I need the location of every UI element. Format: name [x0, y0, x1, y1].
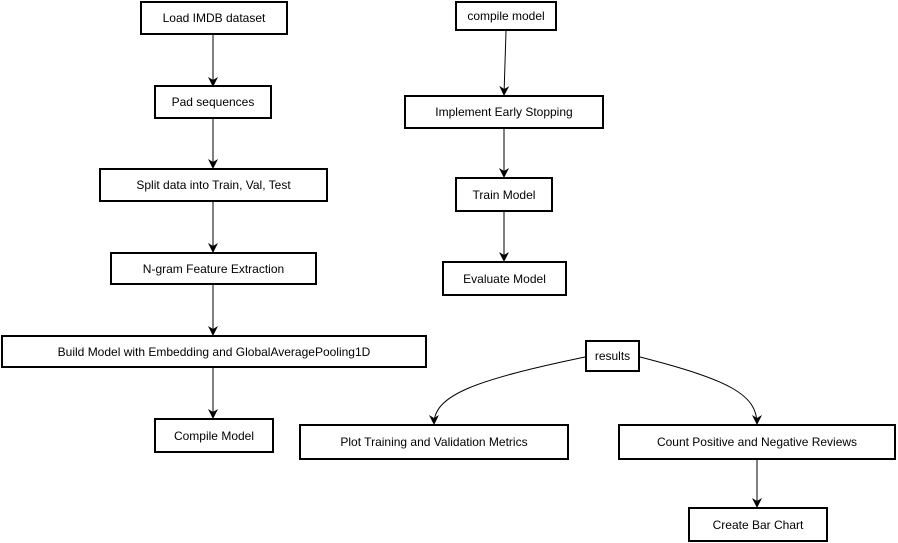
node-pad-sequences: Pad sequences [154, 85, 272, 119]
node-ngram-feature-extraction: N-gram Feature Extraction [110, 252, 317, 285]
node-label: Pad sequences [171, 95, 255, 109]
node-label: Implement Early Stopping [435, 105, 573, 119]
node-label: Train Model [472, 187, 536, 202]
node-create-bar-chart: Create Bar Chart [688, 507, 828, 542]
node-plot-training-validation-metrics: Plot Training and Validation Metrics [299, 424, 569, 460]
node-train-model: Train Model [455, 177, 553, 212]
node-build-model: Build Model with Embedding and GlobalAve… [1, 335, 427, 368]
node-label: Compile Model [173, 428, 255, 443]
node-label: Load IMDB dataset [162, 11, 266, 25]
node-label: compile model [467, 9, 545, 23]
node-label: Create Bar Chart [712, 517, 804, 532]
node-compile-model-left: Compile Model [154, 418, 274, 453]
node-implement-early-stopping: Implement Early Stopping [404, 95, 604, 129]
node-label: results [594, 349, 631, 363]
edge-results-to-plot-metrics [429, 356, 586, 425]
node-label: N-gram Feature Extraction [142, 261, 285, 276]
node-label: Plot Training and Validation Metrics [340, 435, 528, 449]
node-label: Split data into Train, Val, Test [136, 178, 291, 192]
node-load-imdb-dataset: Load IMDB dataset [140, 1, 288, 35]
node-label: Evaluate Model [463, 271, 546, 286]
edge-results-to-count-reviews [639, 356, 762, 425]
node-count-positive-negative-reviews: Count Positive and Negative Reviews [618, 424, 896, 460]
node-results: results [585, 340, 640, 372]
node-compile-model-right: compile model [455, 1, 557, 31]
node-split-data: Split data into Train, Val, Test [99, 168, 328, 202]
edge-compile-model-to-early-stopping [499, 30, 510, 96]
node-label: Build Model with Embedding and GlobalAve… [57, 344, 371, 359]
node-label: Count Positive and Negative Reviews [656, 435, 858, 449]
node-evaluate-model: Evaluate Model [442, 261, 567, 296]
